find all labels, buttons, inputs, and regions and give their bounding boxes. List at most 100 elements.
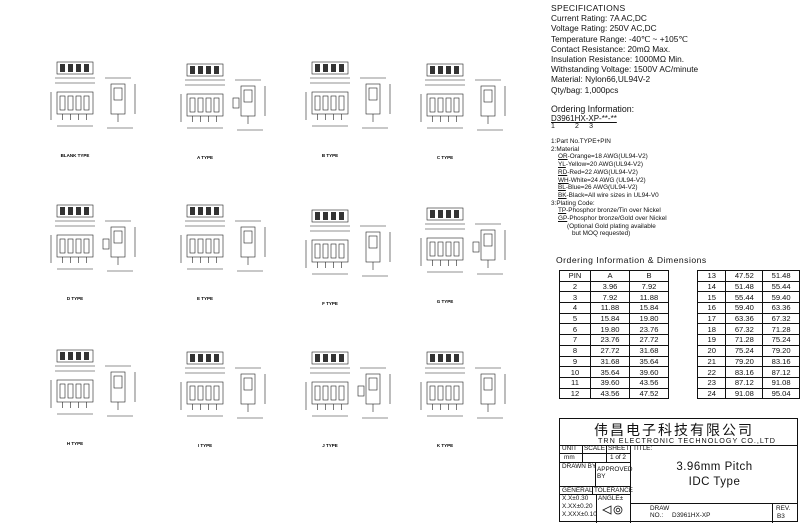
table-cell: 51.48	[762, 270, 800, 282]
table-cell: 87.12	[762, 366, 800, 378]
table-cell: 21	[696, 355, 727, 368]
table-cell: 23	[696, 376, 727, 389]
plating-text: -Phosphor bronze/Gold over Nickel	[567, 215, 667, 223]
table-cell: 55.44	[762, 280, 800, 293]
drawing-type-label: B TYPE	[322, 153, 338, 158]
table-cell: 31.68	[590, 355, 630, 368]
table-cell: 14	[696, 280, 727, 293]
table-cell: 39.60	[590, 376, 630, 389]
no-label: NO.:	[650, 512, 664, 519]
specifications-heading: SPECIFICATIONS	[551, 3, 626, 13]
ordering-info: Ordering Information: D3961HX-XP-**-** 1…	[551, 104, 796, 130]
drawing-type-label: J TYPE	[322, 443, 338, 448]
table-cell: 11	[559, 376, 591, 389]
table-cell: 87.12	[725, 376, 764, 389]
table-cell: 3.96	[590, 280, 630, 293]
connector-drawing: A TYPE	[180, 63, 266, 160]
table-cell: 7.92	[629, 280, 669, 293]
tolerance-value: X.XXX±0.10	[562, 511, 597, 518]
table-cell: 11.88	[590, 302, 630, 314]
spec-line: Contact Resistance: 20mΩ Max.	[551, 43, 671, 54]
table-cell: 71.28	[762, 323, 800, 336]
connector-drawing: B TYPE	[305, 61, 391, 158]
column-header: B	[629, 270, 669, 282]
sheet-label: SHEET	[608, 445, 630, 452]
table-cell: 15	[696, 291, 727, 304]
connector-drawing: BLANK TYPE	[50, 61, 136, 158]
projection-symbol-icon	[602, 505, 623, 515]
approved-by-label: APPROVED BY	[597, 466, 633, 480]
title-label: TITLE:	[633, 445, 653, 452]
spec-line: Material: Nylon66,UL94V-2	[551, 74, 651, 85]
specifications-block: SPECIFICATIONS Current Rating: 7A AC,DC …	[551, 3, 796, 95]
material-text: -Black=All wire sizes in UL94-V0	[566, 191, 659, 199]
table-cell: 5	[559, 312, 591, 325]
material-code: YL	[558, 161, 566, 169]
draw-label: DRAW	[650, 505, 670, 512]
unit-label: UNIT	[562, 445, 577, 452]
connector-drawing: I TYPE	[180, 351, 266, 448]
table-cell: 23.76	[629, 323, 669, 336]
table-cell: 35.64	[590, 366, 630, 378]
material-text: -Yellow=20 AWG(UL94-V2)	[565, 161, 643, 169]
plating-note: (Optional Gold plating available	[567, 222, 656, 230]
drawing-type-label: E TYPE	[197, 296, 213, 301]
material-code: BL	[558, 184, 566, 192]
connector-drawing: K TYPE	[420, 351, 506, 448]
table-cell: 12	[559, 387, 591, 400]
table-cell: 23.76	[590, 334, 630, 346]
table-cell: 17	[696, 312, 727, 325]
column-header: A	[590, 270, 630, 282]
table-cell: 15.84	[629, 302, 669, 314]
spec-line: Qty/bag: 1,000pcs	[551, 84, 619, 95]
company-name-cn: 伟昌电子科技有限公司	[594, 423, 754, 439]
dimensions-heading: Ordering Information & Dimensions	[556, 255, 707, 265]
drawing-type-label: K TYPE	[437, 443, 453, 448]
table-cell: 7.92	[590, 291, 630, 304]
table-cell: 67.32	[762, 312, 800, 325]
technical-drawings: BLANK TYPE A TYPE B TYPE C TYPE D TYPE E TYPE…	[50, 61, 506, 448]
plating-note: but MOQ requested)	[572, 230, 631, 238]
sheet-value: 1 of 2	[610, 454, 626, 461]
drawing-type-label: F TYPE	[322, 301, 338, 306]
table-cell: 19.80	[590, 323, 630, 336]
table-cell: 43.56	[590, 387, 630, 400]
table-cell: 95.04	[762, 387, 800, 400]
drawing-type-label: BLANK TYPE	[61, 153, 90, 158]
plating-heading: 3:Plating Code:	[551, 199, 595, 207]
connector-drawing: G TYPE	[420, 207, 506, 304]
title-block: 伟昌电子科技有限公司 TRN ELECTRONIC TECHNOLOGY CO.…	[559, 418, 798, 523]
table-cell: 9	[559, 355, 591, 368]
column-header: PIN	[559, 270, 591, 282]
connector-drawing: F TYPE	[305, 209, 391, 306]
table-cell: 71.28	[725, 334, 764, 346]
table-cell: 31.68	[629, 344, 669, 357]
table-cell: 63.36	[762, 302, 800, 314]
material-code: RD	[558, 168, 568, 176]
drawing-type-label: D TYPE	[67, 296, 83, 301]
table-cell: 4	[559, 302, 591, 314]
connector-drawing: C TYPE	[420, 63, 506, 160]
table-cell: 2	[559, 280, 591, 293]
spec-line: Current Rating: 7A AC,DC	[551, 13, 647, 24]
tolerance-label: TOLERANCE	[594, 487, 633, 494]
table-cell: 39.60	[629, 366, 669, 378]
table-cell: 75.24	[725, 344, 764, 357]
table-cell: 27.72	[629, 334, 669, 346]
order-code: D3961HX-XP-**-**	[551, 114, 617, 123]
table-cell: 47.52	[725, 270, 764, 282]
table-cell: 67.32	[725, 323, 764, 336]
